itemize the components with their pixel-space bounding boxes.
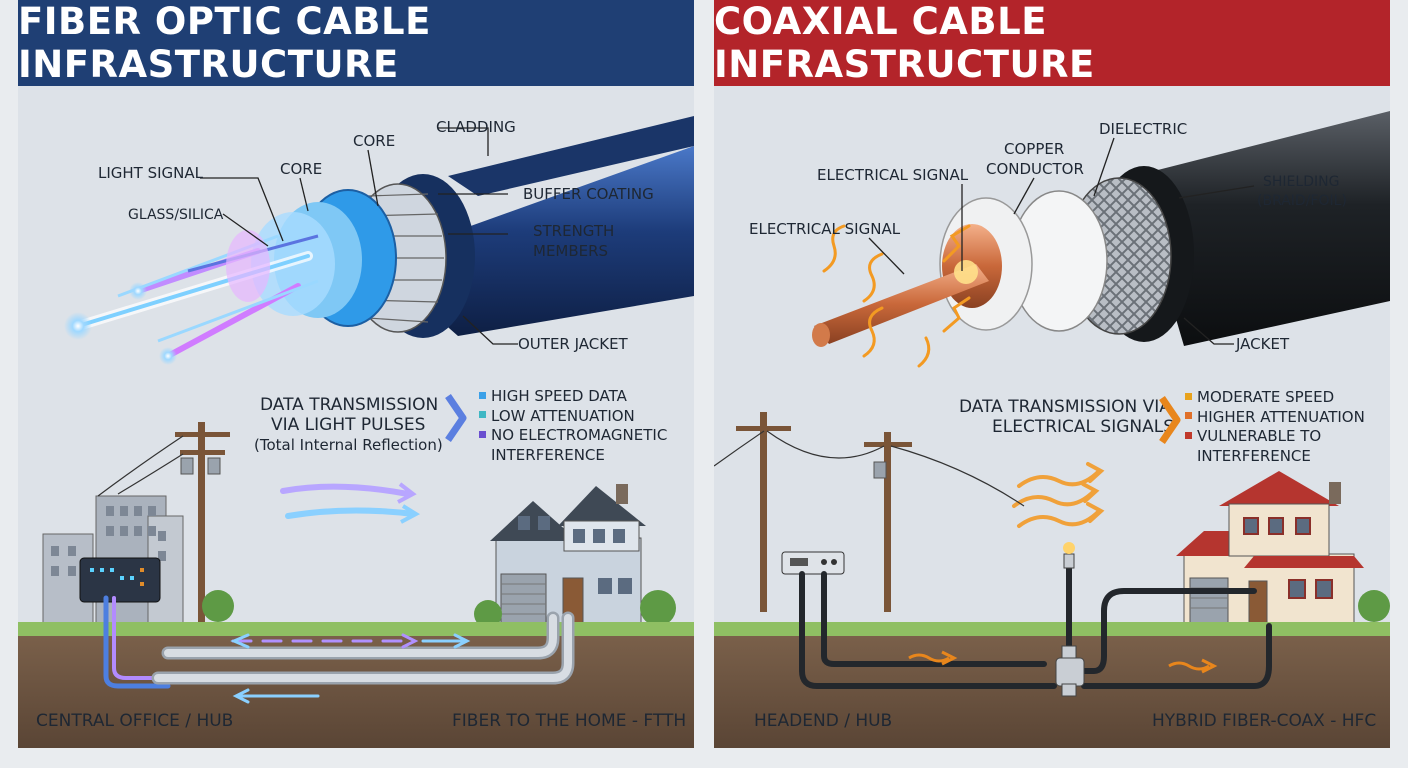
electrical-sparks bbox=[822, 224, 971, 368]
jacket-shape bbox=[1134, 111, 1390, 346]
bullet-vulnerable bbox=[1185, 432, 1192, 439]
fiber-transmission-line3: (Total Internal Reflection) bbox=[254, 436, 443, 454]
fiber-conduits bbox=[103, 595, 575, 704]
signal-flow-arrows bbox=[908, 650, 1218, 674]
coax-panel: COAXIAL CABLE INFRASTRUCTURE bbox=[714, 0, 1390, 748]
label-copper-1: COPPER bbox=[1004, 140, 1064, 158]
coax-title-bar: COAXIAL CABLE INFRASTRUCTURE bbox=[714, 0, 1390, 86]
coax-underground-cables bbox=[799, 553, 1272, 689]
grass bbox=[714, 622, 1390, 636]
coax-utility-poles bbox=[714, 412, 1025, 612]
ground bbox=[714, 636, 1390, 748]
label-jacket: JACKET bbox=[1235, 335, 1290, 353]
coax-feature-2: HIGHER ATTENUATION bbox=[1197, 408, 1365, 426]
fiber-title-bar: FIBER OPTIC CABLE INFRASTRUCTURE bbox=[18, 0, 694, 86]
bullet-low-attenuation bbox=[479, 411, 486, 418]
label-core-outer: CORE bbox=[353, 132, 395, 150]
headend-box bbox=[781, 551, 845, 575]
coax-scene: ELECTRICAL SIGNAL ELECTRICAL SIGNAL COPP… bbox=[714, 86, 1390, 748]
label-buffer-coating: BUFFER COATING bbox=[523, 185, 654, 203]
copper-core-rod bbox=[814, 264, 989, 344]
coax-footer-left: HEADEND / HUB bbox=[754, 711, 892, 731]
fiber-panel: FIBER OPTIC CABLE INFRASTRUCTURE bbox=[18, 0, 694, 748]
coax-transmission-line2: ELECTRICAL SIGNALS bbox=[992, 417, 1174, 437]
fiber-title: FIBER OPTIC CABLE INFRASTRUCTURE bbox=[18, 0, 431, 86]
light-fibers bbox=[64, 230, 319, 365]
coax-cable-illustration bbox=[812, 111, 1390, 368]
splitter-junction bbox=[1055, 542, 1085, 697]
chevron-right-icon bbox=[445, 394, 467, 442]
fiber-feature-3: NO ELECTROMAGNETIC bbox=[491, 426, 667, 444]
fiber-transmission-line1: DATA TRANSMISSION bbox=[260, 395, 438, 415]
label-light-signal: LIGHT SIGNAL bbox=[98, 164, 204, 182]
label-outer-jacket: OUTER JACKET bbox=[518, 335, 629, 353]
coax-footer-right: HYBRID FIBER-COAX - HFC bbox=[1152, 711, 1376, 731]
light-pulse-arrows bbox=[280, 482, 421, 524]
label-electrical-signal-left: ELECTRICAL SIGNAL bbox=[749, 220, 901, 238]
ftth-house bbox=[202, 484, 676, 628]
label-copper-2: CONDUCTOR bbox=[986, 160, 1084, 178]
bullet-high-speed bbox=[479, 392, 486, 399]
coax-feature-1: MODERATE SPEED bbox=[1197, 388, 1334, 406]
fiber-scene: LIGHT SIGNAL GLASS/SILICA CORE CORE CLAD… bbox=[18, 86, 694, 748]
fiber-transmission-line2: VIA LIGHT PULSES bbox=[271, 415, 425, 435]
grass bbox=[18, 622, 694, 636]
fiber-cable-illustration bbox=[64, 116, 694, 365]
chevron-right-icon bbox=[1159, 396, 1181, 444]
fiber-feature-3b: INTERFERENCE bbox=[491, 446, 605, 464]
label-shielding-1: SHIELDING bbox=[1263, 174, 1339, 190]
label-strength-1: STRENGTH bbox=[533, 222, 614, 240]
bullet-moderate-speed bbox=[1185, 393, 1192, 400]
coax-feature-3: VULNERABLE TO bbox=[1197, 427, 1321, 445]
coax-feature-3b: INTERFERENCE bbox=[1197, 447, 1311, 465]
label-shielding-2: (BRAID/FOIL) bbox=[1257, 193, 1347, 209]
label-core-inner: CORE bbox=[280, 160, 322, 178]
bullet-no-emi bbox=[479, 431, 486, 438]
label-strength-2: MEMBERS bbox=[533, 242, 608, 260]
fiber-feature-2: LOW ATTENUATION bbox=[491, 407, 635, 425]
label-glass-silica: GLASS/SILICA bbox=[128, 207, 224, 223]
fiber-feature-1: HIGH SPEED DATA bbox=[491, 387, 628, 405]
bullet-higher-attenuation bbox=[1185, 412, 1192, 419]
label-dielectric: DIELECTRIC bbox=[1099, 120, 1187, 138]
coax-transmission-line1: DATA TRANSMISSION VIA bbox=[959, 397, 1171, 417]
coax-title: COAXIAL CABLE INFRASTRUCTURE bbox=[714, 0, 1095, 86]
electrical-wave-arrows bbox=[1012, 462, 1105, 528]
label-electrical-signal-top: ELECTRICAL SIGNAL bbox=[817, 166, 969, 184]
label-cladding: CLADDING bbox=[436, 118, 516, 136]
fiber-footer-right: FIBER TO THE HOME - FTTH bbox=[452, 711, 686, 731]
fiber-utility-pole bbox=[97, 422, 230, 622]
fiber-footer-left: CENTRAL OFFICE / HUB bbox=[36, 711, 233, 731]
